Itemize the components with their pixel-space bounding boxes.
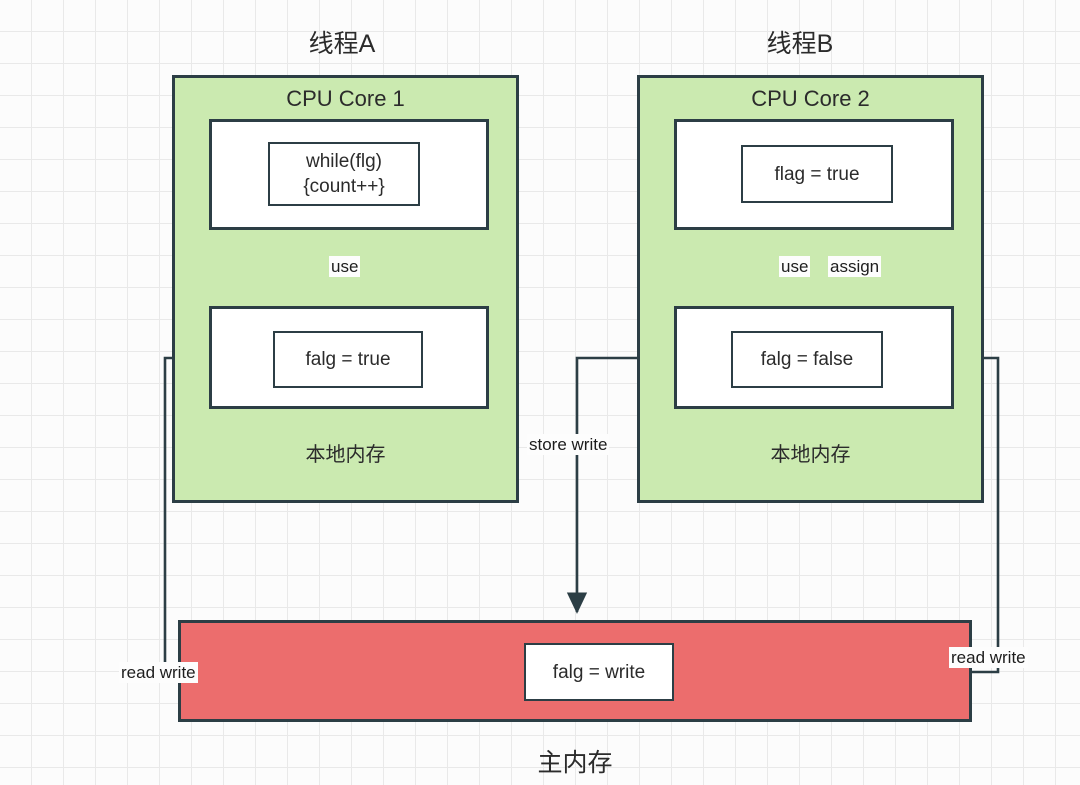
- cpu-core-2-local-memory-box: falg = false: [731, 331, 883, 388]
- main-memory-label: 主内存: [537, 749, 613, 777]
- thread-a-title: 线程A: [308, 30, 376, 58]
- cpu-core-1-local-memory-label: 本地内存: [305, 444, 386, 466]
- edge-label-read-write-right: read write: [949, 647, 1028, 668]
- cpu-core-1-local-memory-box: falg = true: [273, 331, 423, 388]
- cpu-core-2-local-memory-label: 本地内存: [770, 444, 851, 466]
- cpu-core-1-local-memory-region: [209, 306, 489, 409]
- main-memory-value-box: falg = write: [524, 643, 674, 701]
- edge-label-use-left: use: [329, 256, 361, 277]
- edge-label-use-right: use: [779, 256, 811, 277]
- cpu-core-2-code-box: flag = true: [741, 145, 893, 203]
- edge-label-read-write-left: read write: [119, 662, 198, 683]
- cpu-core-1-title: CPU Core 1: [286, 86, 405, 111]
- thread-b-title: 线程B: [766, 30, 834, 58]
- edge-label-store-write: store write: [527, 434, 610, 455]
- edge-label-assign-right: assign: [828, 256, 882, 277]
- cpu-core-1-code-box: while(flg) {count++}: [268, 142, 420, 206]
- cpu-core-2-title: CPU Core 2: [751, 86, 870, 111]
